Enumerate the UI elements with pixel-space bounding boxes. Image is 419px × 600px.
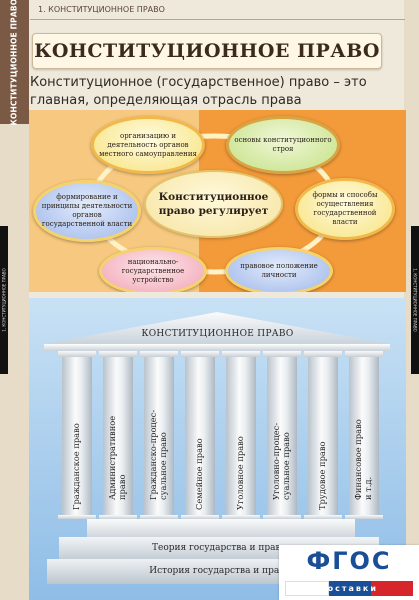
node-national-structure: национально-государственное устройство [99,247,207,292]
column-base [345,515,383,519]
column-base [140,515,178,519]
column-capital [222,351,260,357]
section-side-tab: КОНСТИТУЦИОННОЕ ПРАВО [0,0,29,126]
left-spine-label: 1. КОНСТИТУЦИОННОЕ ПРАВО [1,268,7,332]
node-constitutional-foundations: основы конституционного строя [226,116,340,174]
node-legal-status: правовое положение личности [225,247,333,292]
history-label: История государства и права [149,566,290,576]
column-base [181,515,219,519]
column-capital [140,351,178,357]
column-base [99,515,137,519]
temple-architrave [44,344,390,351]
column-base [304,515,342,519]
title-banner: КОНСТИТУЦИОННОЕ ПРАВО [32,33,382,69]
regulation-diagram: организацию и деятельность органов местн… [29,110,406,292]
fgos-badge: ФГОС поставки [279,545,419,600]
law-column-label: Семейное право [194,437,204,510]
law-column: Уголовно-процес-суальное право [267,357,297,515]
tricolor-flag [285,581,413,596]
fgos-subtitle: поставки [320,584,378,593]
law-column: Семейное право [185,357,215,515]
column-capital [181,351,219,357]
flag-red [371,581,413,596]
law-column-label: Гражданское право [71,422,81,510]
side-tab-label: КОНСТИТУЦИОННОЕ ПРАВО [9,0,19,126]
page-title: КОНСТИТУЦИОННОЕ ПРАВО [34,40,380,62]
law-column: Уголовное право [226,357,256,515]
law-column: Гражданское право [62,357,92,515]
law-column: Гражданско-процес-суальное право [144,357,174,515]
column-base [58,515,96,519]
law-column-label: Уголовно-процес-суальное право [271,422,291,500]
column-capital [263,351,301,357]
right-spine-label: 1. КОНСТИТУЦИОННОЕ ПРАВО [412,268,418,332]
temple-step-top [87,519,355,537]
definition-text: Конституционное (государственное) право … [30,75,367,108]
node-power-exercise-forms: формы и способы осуществления государств… [295,178,395,240]
center-label: Конституционное право регулирует [158,191,269,217]
flag-white [285,581,329,596]
temple-roof-label: КОНСТИТУЦИОННОЕ ПРАВО [141,329,294,339]
heading-divider [30,19,405,20]
law-column: Трудовое право [308,357,338,515]
node-state-power-formation: формирование и принципы деятельности орг… [33,180,141,242]
column-capital [99,351,137,357]
fgos-title: ФГОС [306,547,392,575]
flag-blue [329,581,371,596]
law-column-label: Уголовное право [235,435,245,510]
temple-roof [44,312,390,344]
center-oval: Конституционное право регулирует [144,170,283,238]
column-base [222,515,260,519]
node-local-government: организацию и деятельность органов местн… [91,116,205,174]
column-capital [345,351,383,357]
section-heading: 1. КОНСТИТУЦИОННОЕ ПРАВО [38,5,165,14]
column-base [263,515,301,519]
law-column-label: Гражданско-процес-суальное право [148,409,168,500]
column-capital [58,351,96,357]
theory-label: Теория государства и права [152,543,286,553]
right-spine: 1. КОНСТИТУЦИОННОЕ ПРАВО [411,226,419,374]
left-spine: 1. КОНСТИТУЦИОННОЕ ПРАВО [0,226,8,374]
law-column-label: Трудовое право [317,441,327,510]
column-capital [304,351,342,357]
